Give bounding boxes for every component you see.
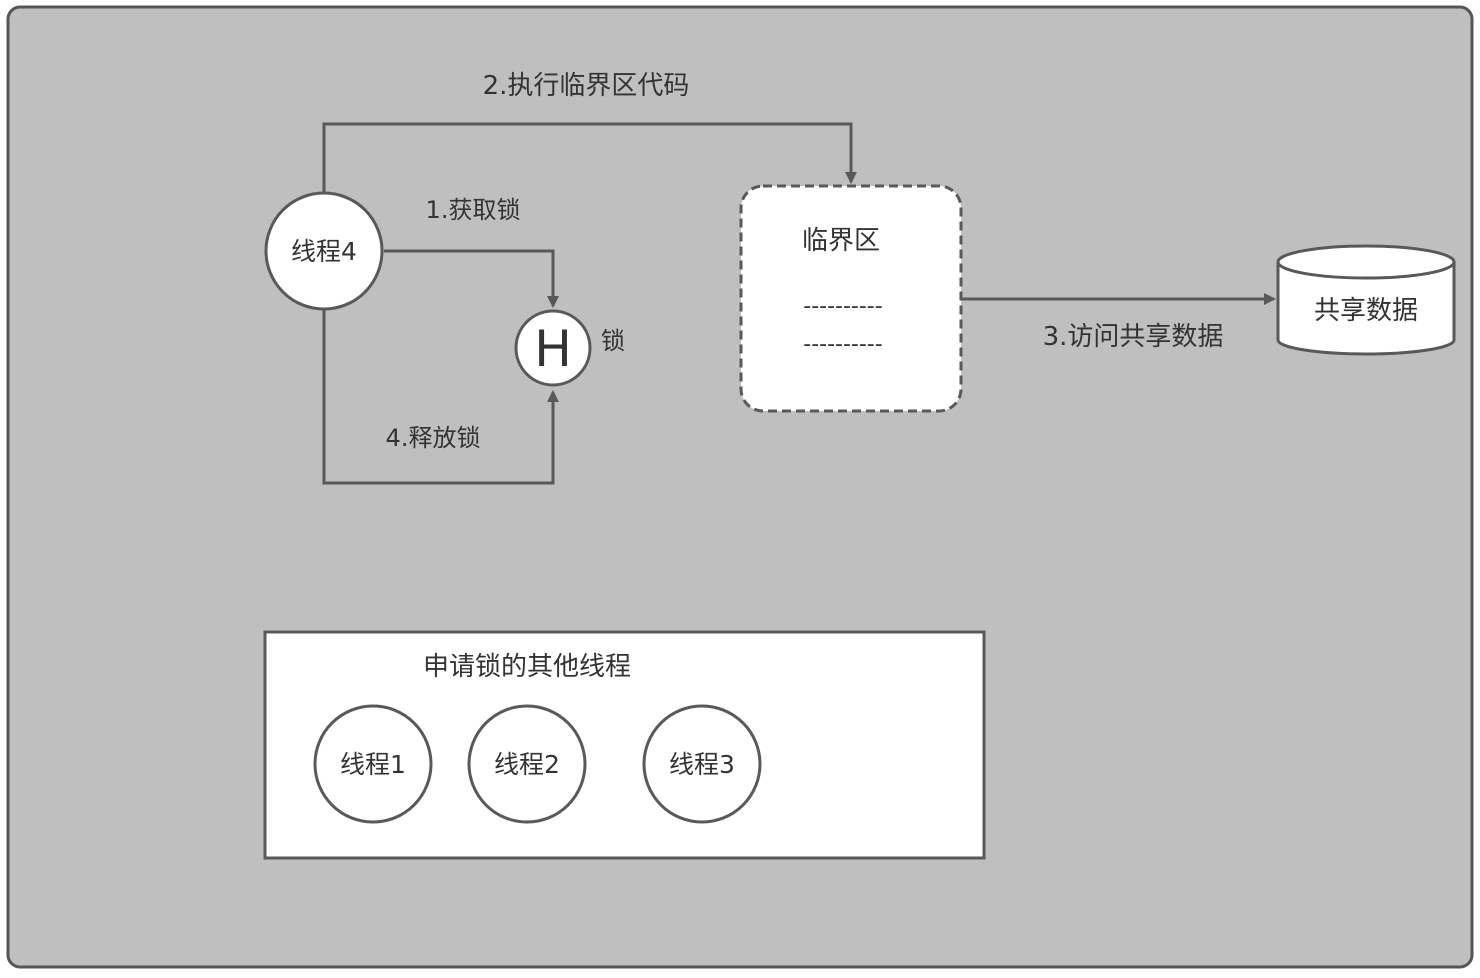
waiting-threads-group: 申请锁的其他线程 线程1 线程2 线程3	[263, 630, 986, 860]
shared-data-cylinder-top	[1276, 244, 1456, 280]
thread-3-circle	[642, 704, 762, 824]
thread-main-label: 线程4	[291, 237, 357, 266]
lock-label: 锁	[601, 327, 625, 355]
critical-section-line-1: ----------	[803, 294, 882, 319]
acquire-arrow	[384, 249, 559, 308]
thread-1-label: 线程1	[340, 750, 406, 779]
thread-3-label: 线程3	[669, 750, 735, 779]
critical-section-title: 临界区	[802, 226, 880, 256]
thread-1-circle	[313, 704, 433, 824]
lock-symbol: H	[534, 320, 572, 378]
waiting-threads-title: 申请锁的其他线程	[423, 652, 631, 682]
thread-2-circle	[467, 704, 587, 824]
thread-main-circle	[264, 191, 384, 311]
critical-section-box	[739, 184, 963, 413]
thread-main-node: 线程4	[264, 191, 384, 311]
step-access-label: 3.访问共享数据	[1043, 322, 1224, 352]
critical-section-node: 临界区 ---------- ----------	[739, 184, 963, 413]
execute-arrow	[322, 122, 857, 193]
thread-2-label: 线程2	[494, 750, 560, 779]
step-release-label: 4.释放锁	[386, 424, 481, 452]
shared-data-cylinder	[1276, 262, 1456, 356]
critical-section-line-2: ----------	[803, 332, 882, 357]
shared-data-label: 共享数据	[1314, 296, 1418, 326]
lock-circle	[514, 309, 592, 387]
release-arrow	[322, 310, 559, 485]
step-acquire-label: 1.获取锁	[426, 196, 521, 224]
shared-data-node: 共享数据	[1276, 244, 1456, 356]
lock-node: H 锁	[514, 309, 625, 387]
step-execute-label: 2.执行临界区代码	[483, 71, 690, 101]
